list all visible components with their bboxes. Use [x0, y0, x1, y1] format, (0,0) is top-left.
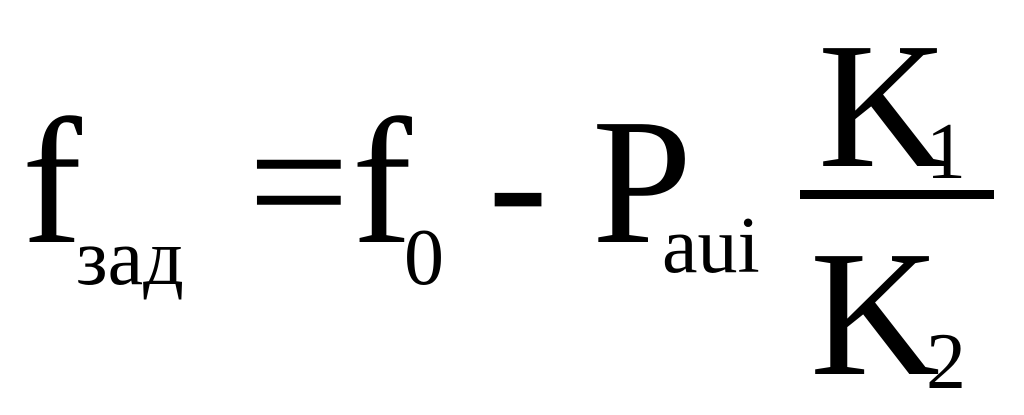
term1-subscript: 0: [404, 214, 444, 302]
fraction-bar: [800, 190, 994, 199]
fraction-numerator-subscript: 1: [926, 108, 966, 196]
equals-sign: =: [248, 82, 350, 281]
fraction-numerator-symbol: K: [818, 6, 948, 205]
fraction-denominator-symbol: K: [810, 214, 940, 413]
term1-symbol: f: [352, 82, 412, 281]
minus-sign: -: [488, 82, 548, 281]
fraction-denominator-subscript: 2: [926, 318, 966, 406]
term2-subscript: aui: [662, 202, 760, 290]
lhs-symbol: f: [22, 82, 82, 281]
term2-symbol: P: [592, 82, 693, 281]
lhs-subscript: зад: [76, 214, 184, 302]
